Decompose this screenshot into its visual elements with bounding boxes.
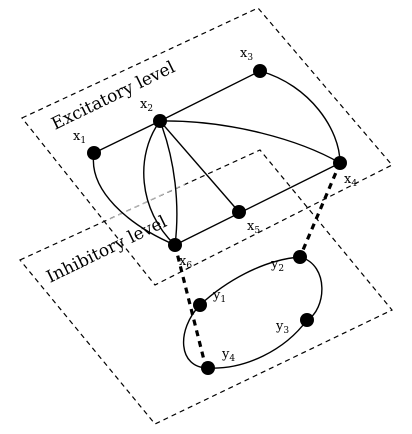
edge-x1-x2: [93, 120, 161, 154]
node-y4: [201, 361, 215, 375]
edge-x6-x4: [174, 162, 341, 246]
node-x1: [87, 146, 101, 160]
node-x5: [232, 205, 246, 219]
node-y1: [193, 298, 207, 312]
label-y1: y1: [212, 288, 226, 305]
node-y2: [293, 250, 307, 264]
node-x4: [333, 156, 347, 170]
label-x1: x1: [73, 129, 86, 146]
label-y2: y2: [270, 257, 284, 274]
label-x6: x6: [179, 254, 192, 271]
edge-x2-x5: [159, 120, 240, 213]
excitatory-plane: [21, 7, 393, 286]
edge-x2-x4: [159, 120, 341, 164]
label-x3: x3: [240, 46, 253, 63]
label-x5: x5: [247, 219, 260, 236]
edge-x2-x6-a: [159, 120, 178, 246]
edge-x2-x3: [159, 70, 261, 122]
label-y4: y4: [221, 347, 235, 364]
edge-x3-x4: [259, 70, 341, 164]
edge-inhibitory-ring: [182, 256, 323, 369]
edge-x1-x6: [92, 152, 176, 246]
inhibitory-plane: [19, 149, 393, 425]
link-x4-y2: [298, 162, 342, 258]
node-y3: [300, 313, 314, 327]
excitatory-edges: [92, 70, 341, 246]
label-x2: x2: [140, 97, 153, 114]
inhibitory-level-label: Inhibitory level: [43, 212, 170, 287]
edge-x2-x6-b: [143, 120, 176, 246]
node-x2: [153, 114, 167, 128]
node-x6: [168, 238, 182, 252]
node-x3: [253, 64, 267, 78]
label-y3: y3: [275, 319, 289, 336]
label-x4: x4: [344, 172, 357, 189]
inhibitory-level-text: Inhibitory level: [43, 212, 170, 287]
